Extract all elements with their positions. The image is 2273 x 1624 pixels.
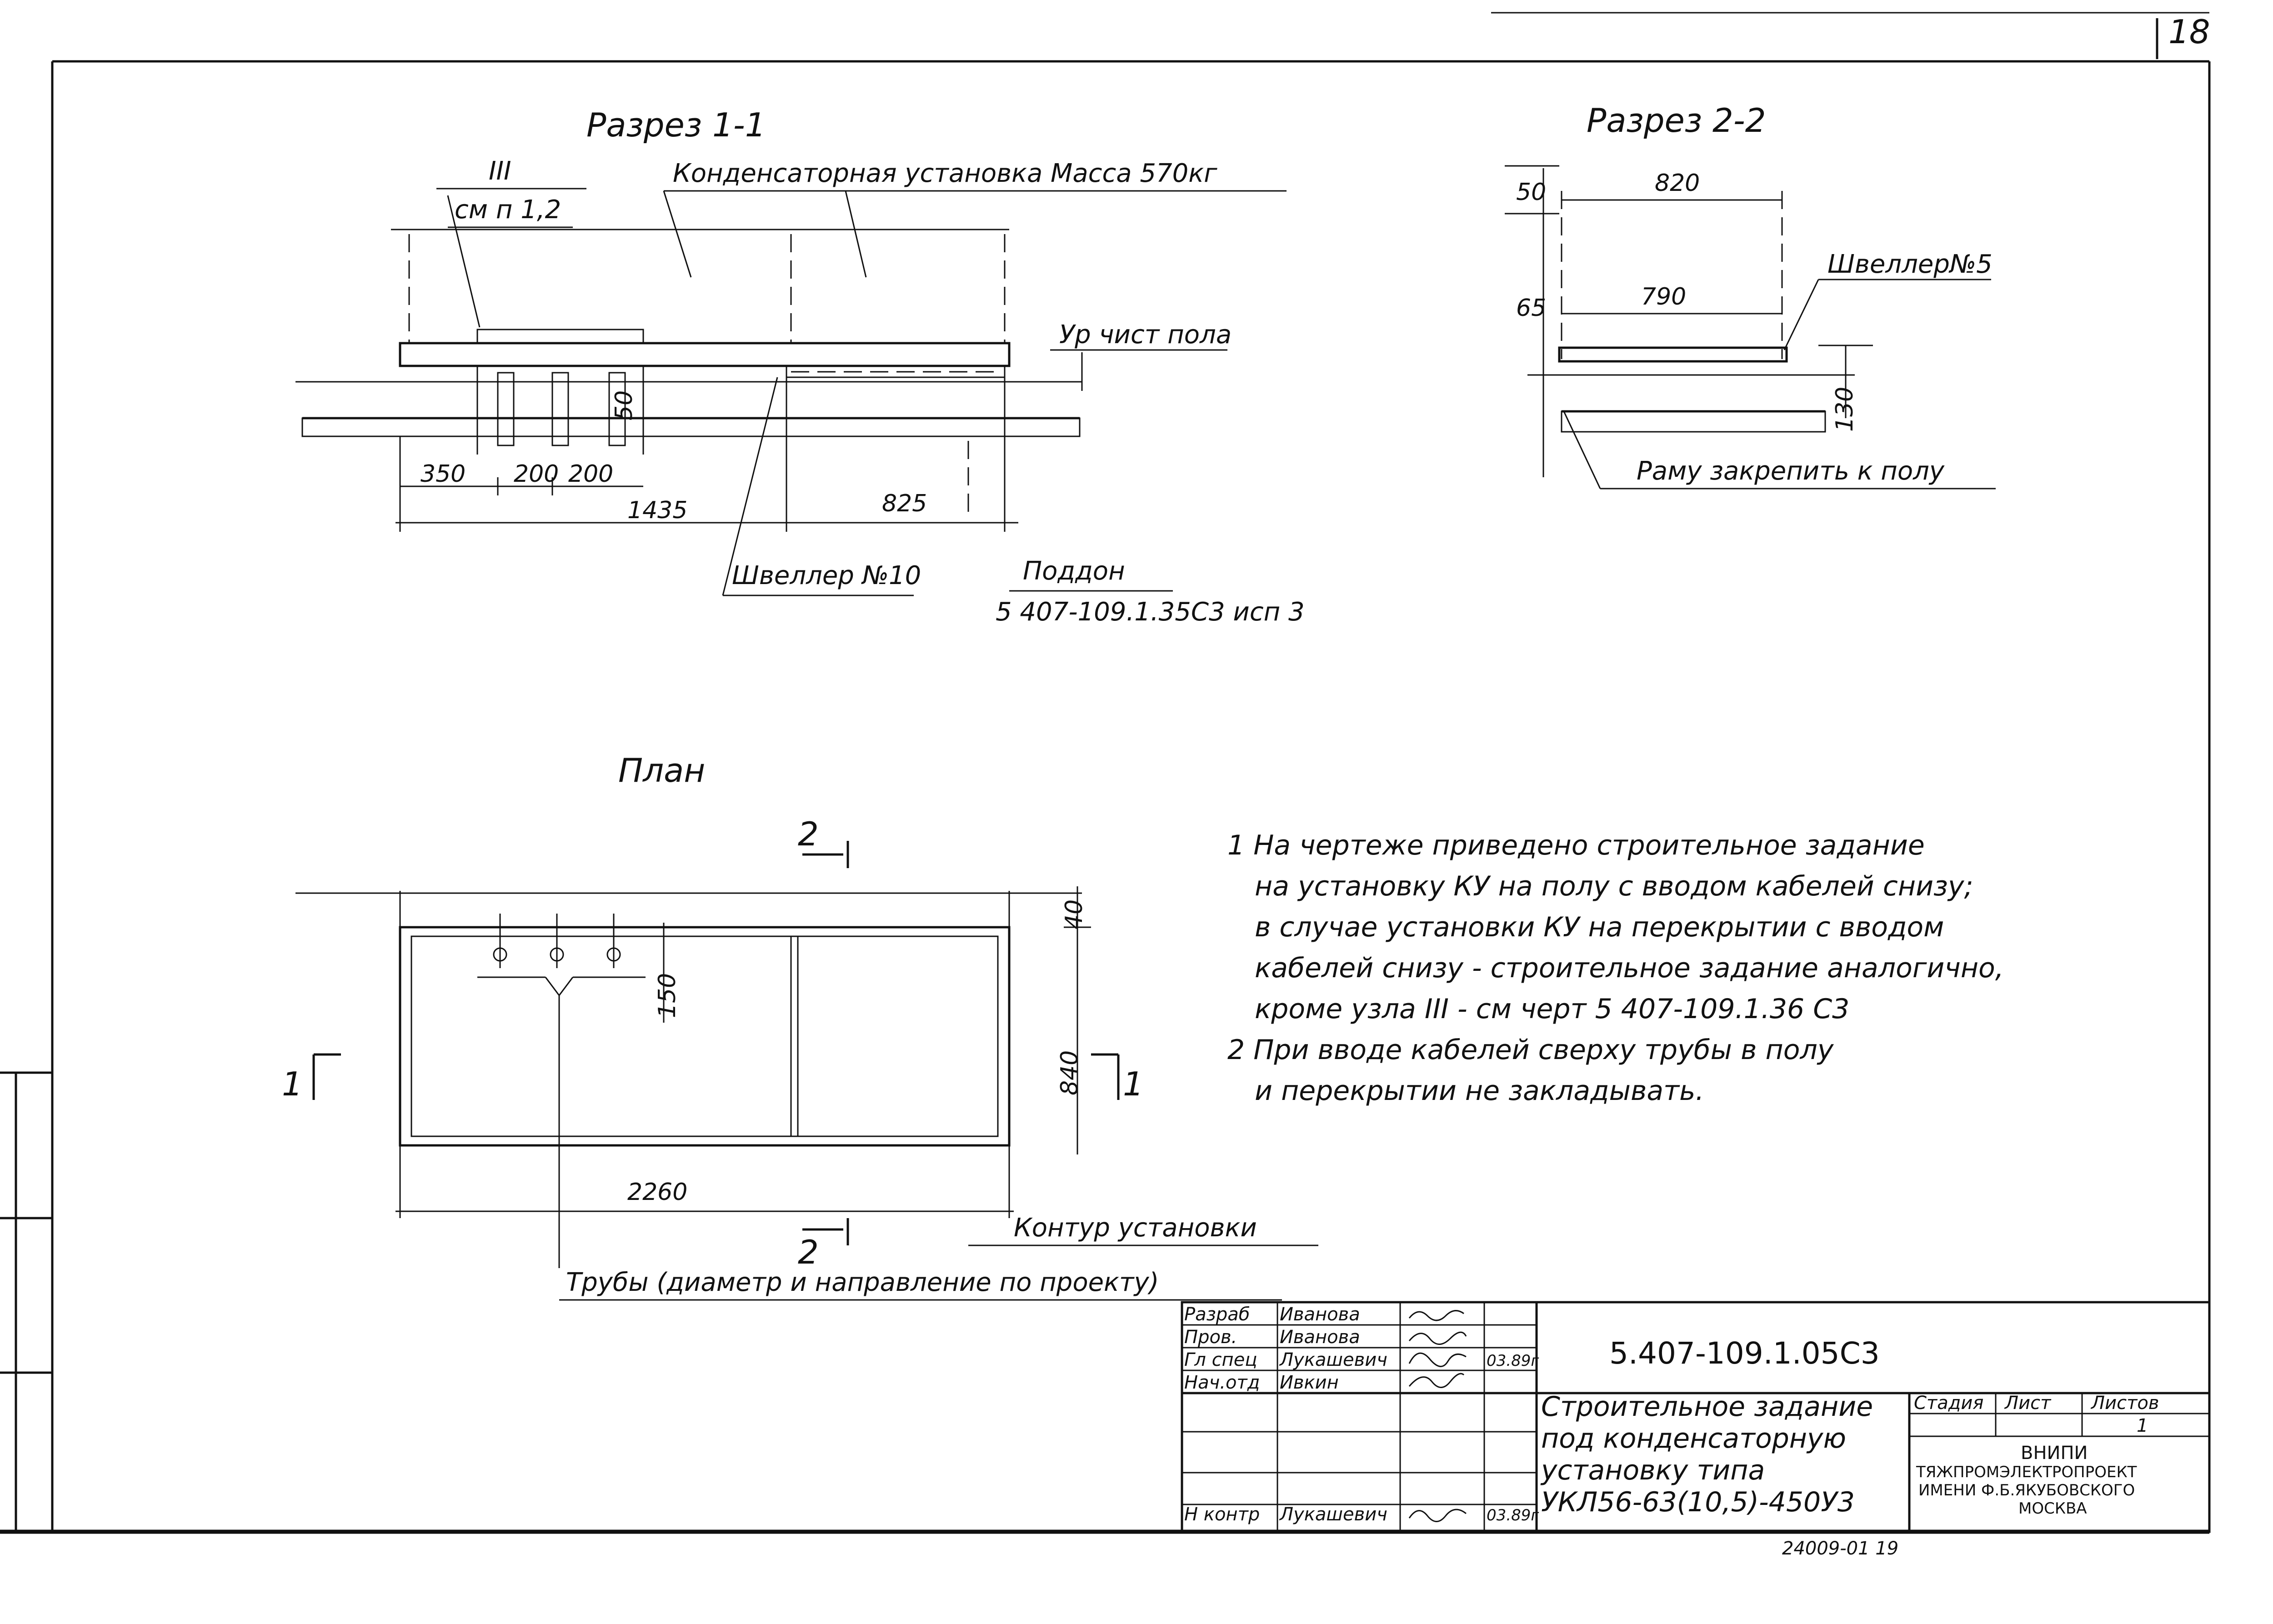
note-line-4: кабелей снизу - строительное задание ана… (1255, 952, 2004, 984)
note-line-1: 1 На чертеже приведено строительное зада… (1227, 829, 1925, 861)
tb-sheets-header: Листов (2090, 1393, 2159, 1414)
dim-1435: 1435 (627, 497, 687, 524)
signature-7 (1408, 1509, 1467, 1522)
document-code: 5.407-109.1.05С3 (1609, 1336, 1880, 1371)
tb-name-3: Лукашевич (1279, 1349, 1387, 1370)
signature-4 (1408, 1373, 1465, 1388)
signature-1 (1408, 1310, 1464, 1321)
node-reference: см п 1,2 (455, 195, 561, 225)
tb-role-4: Нач.отд (1184, 1372, 1260, 1393)
tb-name-2: Иванова (1280, 1327, 1360, 1348)
sheet-frame (0, 12, 2211, 1534)
note-line-3: в случае установки КУ на перекрытии с вв… (1255, 911, 1944, 943)
tb-name-7: Лукашевич (1279, 1504, 1387, 1525)
tb-description-2: под конденсаторную (1541, 1423, 1846, 1454)
dim-350: 350 (421, 460, 466, 488)
note-line-5: кроме узла III - см черт 5 407-109.1.36 … (1255, 993, 1849, 1025)
tb-org-2: ТЯЖПРОМЭЛЕКТРОПРОЕКТ (1916, 1463, 2137, 1481)
dim-50: 50 (1516, 179, 1546, 206)
dim-200-a: 200 (514, 460, 559, 488)
tb-role-1: Разраб (1184, 1304, 1250, 1325)
node-label: III (489, 156, 511, 186)
title-block: Разраб Иванова Пров. Иванова Гл спец Лук… (1181, 1301, 2211, 1533)
cut-1-right: 1 (1123, 1065, 1144, 1103)
cut-2-bottom: 2 (798, 1233, 819, 1271)
tray-label: Поддон (1023, 556, 1125, 586)
tb-date-3: 03.89г (1487, 1352, 1539, 1370)
contour-label: Контур установки (1014, 1213, 1257, 1243)
dim-65: 65 (1516, 295, 1546, 322)
signature-2 (1408, 1331, 1467, 1345)
tb-role-7: Н контр (1184, 1504, 1260, 1525)
organization-block: ВНИПИ ТЯЖПРОМЭЛЕКТРОПРОЕКТ ИМЕНИ Ф.Б.ЯКУ… (1916, 1443, 2137, 1518)
notes-block: 1 На чертеже приведено строительное зада… (1227, 829, 2004, 1107)
tb-name-1: Иванова (1280, 1304, 1360, 1325)
page-number: 18 (2168, 13, 2210, 51)
tray-reference: 5 407-109.1.35С3 исп 3 (996, 597, 1305, 627)
section-2-title: Разрез 2-2 (1587, 101, 1766, 140)
section-1-title: Разрез 1-1 (586, 106, 766, 144)
dim-790: 790 (1641, 283, 1686, 310)
tb-org-1: ВНИПИ (2021, 1443, 2088, 1464)
dim-40: 40 (1061, 899, 1088, 929)
fix-frame-label: Раму закрепить к полу (1637, 456, 1945, 486)
tb-name-4: Ивкин (1280, 1372, 1339, 1393)
small-dim: 50 (611, 390, 638, 420)
tb-description-3: установку типа (1540, 1454, 1765, 1486)
plan-view: План 150 40 840 2260 2 2 (282, 751, 1318, 1301)
tb-description-4: УКЛ56-63(10,5)-450У3 (1541, 1486, 1855, 1518)
signature-3 (1408, 1352, 1467, 1367)
cut-2-top: 2 (798, 815, 819, 853)
tb-date-7: 03.89г (1487, 1506, 1539, 1524)
tb-role-3: Гл спец (1184, 1349, 1257, 1370)
tb-description-1: Строительное задание (1541, 1391, 1873, 1423)
dim-820: 820 (1655, 170, 1700, 197)
floor-level-label: Ур чист пола (1059, 320, 1232, 350)
unit-label: Конденсаторная установка Масса 570кг (673, 159, 1217, 188)
note-line-7: и перекрытии не закладывать. (1255, 1075, 1704, 1107)
dim-130: 130 (1831, 387, 1858, 432)
section-2-2: Разрез 2-2 50 65 820 790 130 Швеллер№5 Р… (1505, 101, 1996, 490)
channel-5-label: Швеллер№5 (1827, 250, 1993, 279)
pipes-label: Трубы (диаметр и направление по проекту) (566, 1268, 1159, 1297)
tb-org-3: ИМЕНИ Ф.Б.ЯКУБОВСКОГО (1918, 1481, 2135, 1499)
cut-1-left: 1 (282, 1065, 303, 1103)
dim-840: 840 (1056, 1050, 1083, 1095)
tb-sheet-header: Лист (2004, 1393, 2052, 1414)
plan-title: План (618, 751, 705, 790)
dim-150: 150 (654, 973, 681, 1018)
note-line-2: на установку КУ на полу с вводом кабелей… (1255, 870, 1973, 902)
tb-sheets-value: 1 (2137, 1415, 2148, 1436)
tb-role-2: Пров. (1184, 1327, 1237, 1348)
dim-200-b: 200 (568, 460, 613, 488)
dim-2260: 2260 (627, 1179, 687, 1206)
section-1-1: Разрез 1-1 III см п 1,2 Конденсаторная у… (295, 106, 1305, 627)
channel-10-label: Швеллер №10 (732, 561, 921, 590)
note-line-6: 2 При вводе кабелей сверху трубы в полу (1227, 1034, 1834, 1066)
dim-825: 825 (882, 490, 927, 517)
bottom-note: 24009-01 19 (1782, 1538, 1898, 1559)
tb-stage-header: Стадия (1914, 1393, 1983, 1414)
tb-org-4: МОСКВА (2018, 1499, 2087, 1518)
